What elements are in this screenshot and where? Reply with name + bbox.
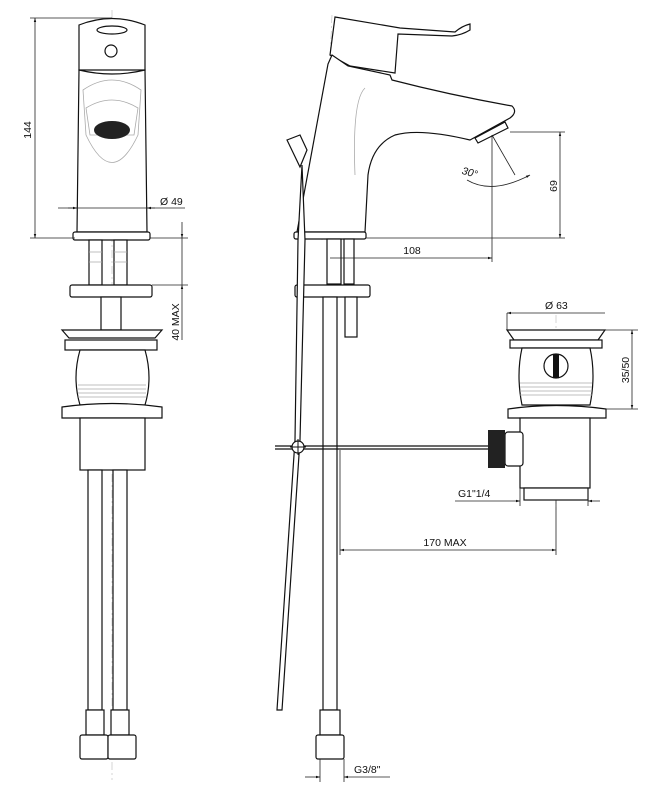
- dim-spout-reach: 108: [403, 245, 421, 257]
- dim-rod-length: 170 MAX: [423, 537, 466, 549]
- dim-waste-range: 35/50: [620, 357, 632, 383]
- front-view: [30, 10, 188, 780]
- side-view: [275, 14, 565, 760]
- dim-waste-thread: G1"1/4: [458, 488, 490, 500]
- dim-deck-thickness: 40 MAX: [170, 303, 182, 340]
- dim-height-total: 144: [22, 121, 34, 139]
- dim-waste-diameter: Ø 63: [545, 300, 568, 312]
- dim-hose-thread: G3/8": [354, 764, 381, 776]
- waste-view: [305, 311, 638, 782]
- dim-spout-height: 69: [548, 180, 560, 192]
- dim-spout-angle: 30°: [460, 165, 478, 181]
- dim-body-diameter: Ø 49: [160, 196, 183, 208]
